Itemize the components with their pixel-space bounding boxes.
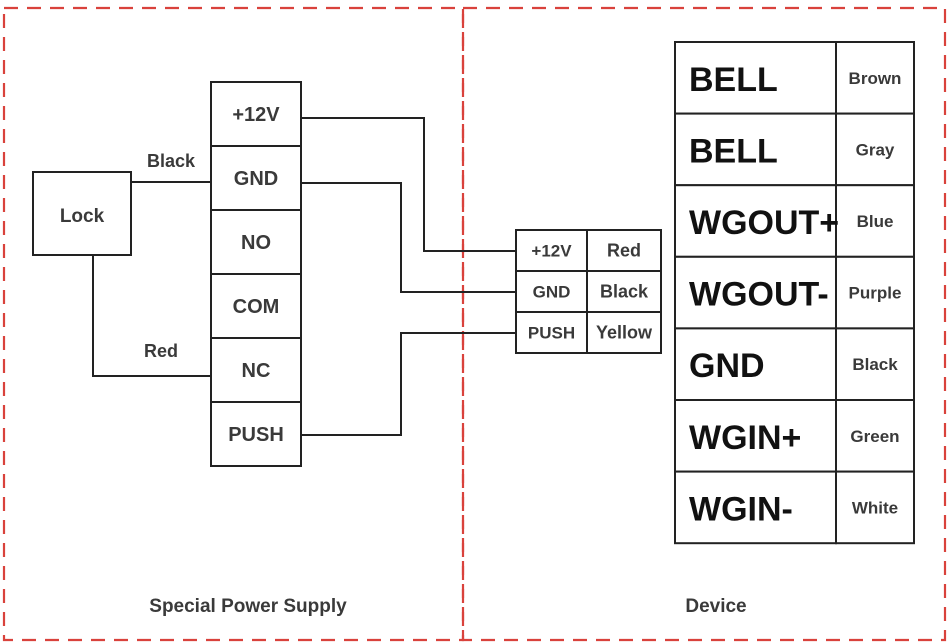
connector-color-label: Yellow <box>596 323 653 343</box>
connector-color-cell <box>586 270 662 313</box>
device-pin-label: WGIN- <box>689 490 793 528</box>
device-pin-label: BELL <box>689 61 778 99</box>
device-pin-label: WGOUT+ <box>689 204 839 242</box>
power-terminal-cell <box>210 81 302 147</box>
device-pin-cell <box>674 327 837 401</box>
device-color-cell <box>835 184 915 258</box>
device-pin-label: BELL <box>689 132 778 170</box>
power-terminal-label: NC <box>242 360 271 382</box>
device-pin-cell <box>674 184 837 258</box>
power-terminal-cell <box>210 337 302 403</box>
connector-color-cell <box>586 229 662 272</box>
connector-pin-label: GND <box>533 283 571 302</box>
connector-color-label: Black <box>600 282 649 302</box>
device-color-label: Blue <box>857 212 894 231</box>
device-color-label: Gray <box>856 140 895 159</box>
power-supply-section-border <box>2 6 465 642</box>
power-terminal-cell <box>210 401 302 467</box>
power-terminal-block: +12V GND NO COM NC PUSH <box>210 81 302 467</box>
lock-black-wire-label: Black <box>147 151 196 171</box>
device-color-label: Green <box>850 427 899 446</box>
lock-red-wire <box>92 255 211 377</box>
power-terminal-label: PUSH <box>228 424 284 446</box>
connector-pin-label: +12V <box>531 242 572 261</box>
connector-pin-label: PUSH <box>528 324 575 343</box>
device-color-label: Black <box>852 355 898 374</box>
connector-color-cell <box>586 311 662 354</box>
device-pin-cell <box>674 470 837 545</box>
device-pin-label: WGIN+ <box>689 419 801 457</box>
device-color-cell <box>835 255 915 330</box>
power-terminal-label: COM <box>233 296 280 318</box>
wire-12v <box>301 117 516 252</box>
device-color-label: Brown <box>849 69 902 88</box>
power-supply-section-label: Special Power Supply <box>149 596 347 617</box>
device-section-label: Device <box>685 596 746 617</box>
device-pin-cell <box>674 255 837 330</box>
device-color-cell <box>835 399 915 473</box>
device-section-border <box>461 6 947 642</box>
power-terminal-cell <box>210 209 302 275</box>
lock-red-wire-label: Red <box>144 341 178 361</box>
device-color-label: White <box>852 498 898 517</box>
power-terminal-cell <box>210 145 302 211</box>
power-terminal-label: NO <box>241 232 271 254</box>
connector-pin-cell <box>515 311 588 354</box>
connector-color-label: Red <box>607 241 641 261</box>
device-pin-cell <box>674 399 837 473</box>
device-pin-label: WGOUT- <box>689 276 829 314</box>
power-terminal-label: GND <box>234 168 278 190</box>
device-color-label: Purple <box>849 284 902 303</box>
lock-box <box>32 171 132 256</box>
device-pin-label: GND <box>689 347 765 385</box>
wire-gnd <box>301 182 516 293</box>
power-terminal-label: +12V <box>232 104 280 126</box>
wire-push <box>301 332 516 436</box>
device-color-cell <box>835 470 915 545</box>
lock-label: Lock <box>60 206 105 227</box>
